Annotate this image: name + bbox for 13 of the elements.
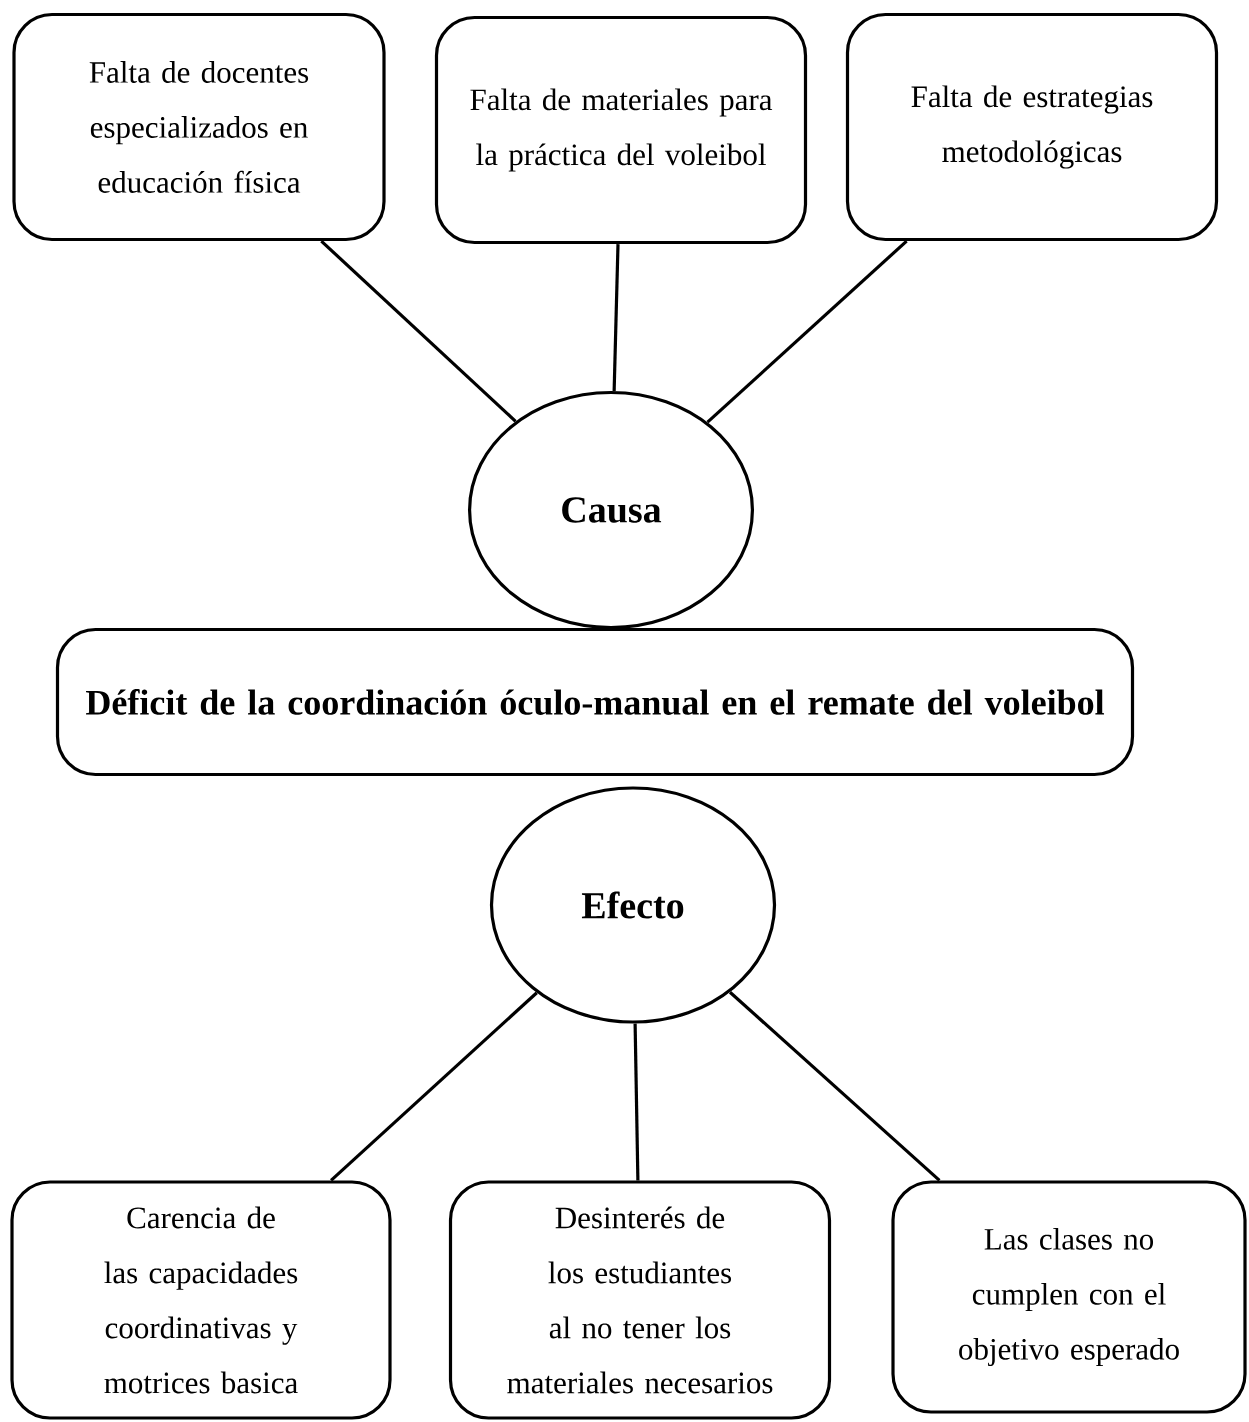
- problem-box: Déficit de la coordinación óculo-manual en el remate del voleibol: [55, 627, 1135, 777]
- connector-line: [633, 1023, 640, 1181]
- connector-line: [330, 991, 538, 1182]
- connector-line: [728, 991, 941, 1182]
- effect-box: Desinterés de los estudiantes al no tener los materiales necesarios: [448, 1180, 832, 1420]
- connector-line: [320, 239, 517, 423]
- effect-box: Las clases no cumplen con el objetivo esperado: [891, 1180, 1247, 1414]
- cause-box: Falta de estrategias metodológicas: [845, 12, 1219, 242]
- connector-line: [706, 239, 908, 424]
- effect-box: Carencia de las capacidades coordinativas y motrices basica: [10, 1180, 392, 1420]
- cause-box: Falta de materiales para la práctica del voleibol: [434, 15, 808, 245]
- cause-box: Falta de docentes especializados en educación física: [12, 12, 386, 242]
- connector-line: [612, 244, 620, 391]
